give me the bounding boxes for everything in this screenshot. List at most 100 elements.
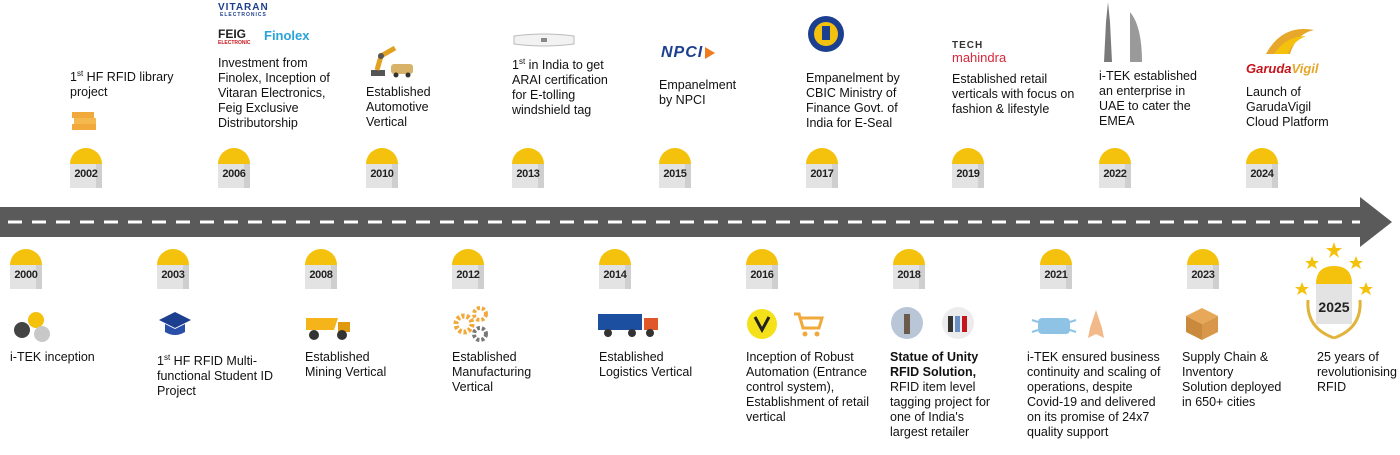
milestone-body: [659, 164, 691, 188]
milestone-year: 2019: [956, 168, 980, 180]
milestone-dome: [70, 148, 102, 164]
windshield-tag-icon: [513, 33, 575, 47]
face-mask-icon: [1031, 318, 1077, 334]
garuda-logo: GarudaVigil: [1246, 61, 1319, 76]
milestone-marker-2015: 2015: [659, 148, 691, 188]
label-2006: Investment from Finolex, Inception of Vi…: [218, 56, 330, 130]
milestone-marker-2012: 2012: [452, 249, 484, 289]
milestone-body: [157, 265, 189, 289]
garudavigil-bird-icon: [1266, 29, 1314, 54]
finale-year: 2025: [1318, 299, 1350, 315]
milestone-year: 2008: [309, 269, 333, 281]
milestone-dome: [806, 148, 838, 164]
milestone-year: 2023: [1191, 269, 1215, 281]
vitaran-logo-sub: ELECTRONICS: [220, 12, 267, 18]
milestone-body: [1187, 265, 1219, 289]
anniversary-badge-icon: [1295, 242, 1373, 340]
milestone-year: 2017: [810, 168, 834, 180]
label-2024: Launch of GarudaVigil Cloud Platform: [1246, 85, 1329, 129]
milestone-marker-2021: 2021: [1040, 249, 1072, 289]
npci-arrow-icon: [705, 47, 715, 59]
milestone-year: 2010: [370, 168, 394, 180]
milestone-body: [366, 164, 398, 188]
milestone-marker-2024: 2024: [1246, 148, 1278, 188]
milestone-dome: [1040, 249, 1072, 265]
feig-logo-sub: ELECTRONIC: [218, 40, 251, 46]
milestone-year: 2002: [74, 168, 98, 180]
milestone-marker-2023: 2023: [1187, 249, 1219, 289]
cbic-emblem-icon: [808, 16, 844, 52]
milestone-marker-2013: 2013: [512, 148, 544, 188]
statue-of-unity-icon: [891, 307, 923, 339]
milestone-dome: [1187, 249, 1219, 265]
milestone-marker-2006: 2006: [218, 148, 250, 188]
milestone-year: 2018: [897, 269, 921, 281]
label-2013: 1st in India to get ARAI certification f…: [512, 56, 608, 117]
milestone-year: 2000: [14, 269, 38, 281]
label-2025: 25 years of revolutionising RFID: [1317, 350, 1397, 394]
milestone-marker-2018: 2018: [893, 249, 925, 289]
milestone-body: [1246, 164, 1278, 188]
milestone-year: 2006: [222, 168, 246, 180]
label-2003: 1st HF RFID Multi-functional Student ID …: [157, 352, 274, 398]
package-box-icon: [1186, 308, 1218, 340]
label-2021: i-TEK ensured business continuity and sc…: [1027, 350, 1161, 439]
milestone-body: [599, 265, 631, 289]
milestone-year: 2022: [1103, 168, 1127, 180]
milestone-body: [746, 265, 778, 289]
milestone-marker-2002: 2002: [70, 148, 102, 188]
books-icon: [72, 112, 96, 130]
milestone-marker-2008: 2008: [305, 249, 337, 289]
label-2010: Established Automotive Vertical: [366, 85, 431, 129]
milestone-year: 2021: [1044, 269, 1068, 281]
label-2018: Statue of Unity RFID Solution, RFID item…: [890, 350, 991, 439]
mahindra-logo: mahindra: [952, 50, 1007, 65]
label-2022: i-TEK established an enterprise in UAE t…: [1099, 69, 1197, 128]
tech-logo: TECH: [952, 40, 984, 51]
milestone-dome: [952, 148, 984, 164]
graduation-cap-icon: [159, 312, 191, 335]
feig-logo: FEIG: [218, 27, 247, 41]
milestone-body: [70, 164, 102, 188]
label-2000: i-TEK inception: [10, 350, 95, 364]
logistics-truck-icon: [598, 314, 658, 337]
milestone-body: [512, 164, 544, 188]
milestone-dome: [157, 249, 189, 265]
automation-logo-icon: [747, 309, 777, 339]
milestone-body: [305, 265, 337, 289]
milestone-dome: [1099, 148, 1131, 164]
finolex-logo: Finolex: [264, 28, 310, 43]
milestone-marker-2000: 2000: [10, 249, 42, 289]
milestone-marker-2017: 2017: [806, 148, 838, 188]
milestone-body: [10, 265, 42, 289]
mining-truck-icon: [306, 318, 350, 340]
milestone-dome: [10, 249, 42, 265]
milestone-dome: [1246, 148, 1278, 164]
label-2019: Established retail verticals with focus …: [952, 72, 1075, 116]
milestone-dome: [746, 249, 778, 265]
dubai-skyline-icon: [1104, 2, 1142, 62]
milestone-body: [218, 164, 250, 188]
milestone-body: [452, 265, 484, 289]
milestone-marker-2016: 2016: [746, 249, 778, 289]
milestone-marker-2010: 2010: [366, 148, 398, 188]
label-2016: Inception of Robust Automation (Entrance…: [746, 350, 869, 424]
shopping-cart-icon: [794, 312, 824, 337]
label-2008: Established Mining Vertical: [305, 350, 387, 379]
label-2012: Established Manufacturing Vertical: [452, 350, 532, 394]
milestone-dome: [218, 148, 250, 164]
milestone-body: [893, 265, 925, 289]
itek-circles-icon: [14, 312, 50, 342]
milestone-dome: [305, 249, 337, 265]
milestone-body: [952, 164, 984, 188]
milestone-marker-2014: 2014: [599, 249, 631, 289]
milestone-dome: [452, 249, 484, 265]
gears-icon: [453, 306, 488, 342]
milestone-dome: [659, 148, 691, 164]
clothes-rack-icon: [942, 307, 974, 339]
milestone-body: [806, 164, 838, 188]
milestone-dome: [512, 148, 544, 164]
milestone-marker-2022: 2022: [1099, 148, 1131, 188]
folded-hands-icon: [1088, 310, 1104, 338]
milestone-year: 2013: [516, 168, 540, 180]
